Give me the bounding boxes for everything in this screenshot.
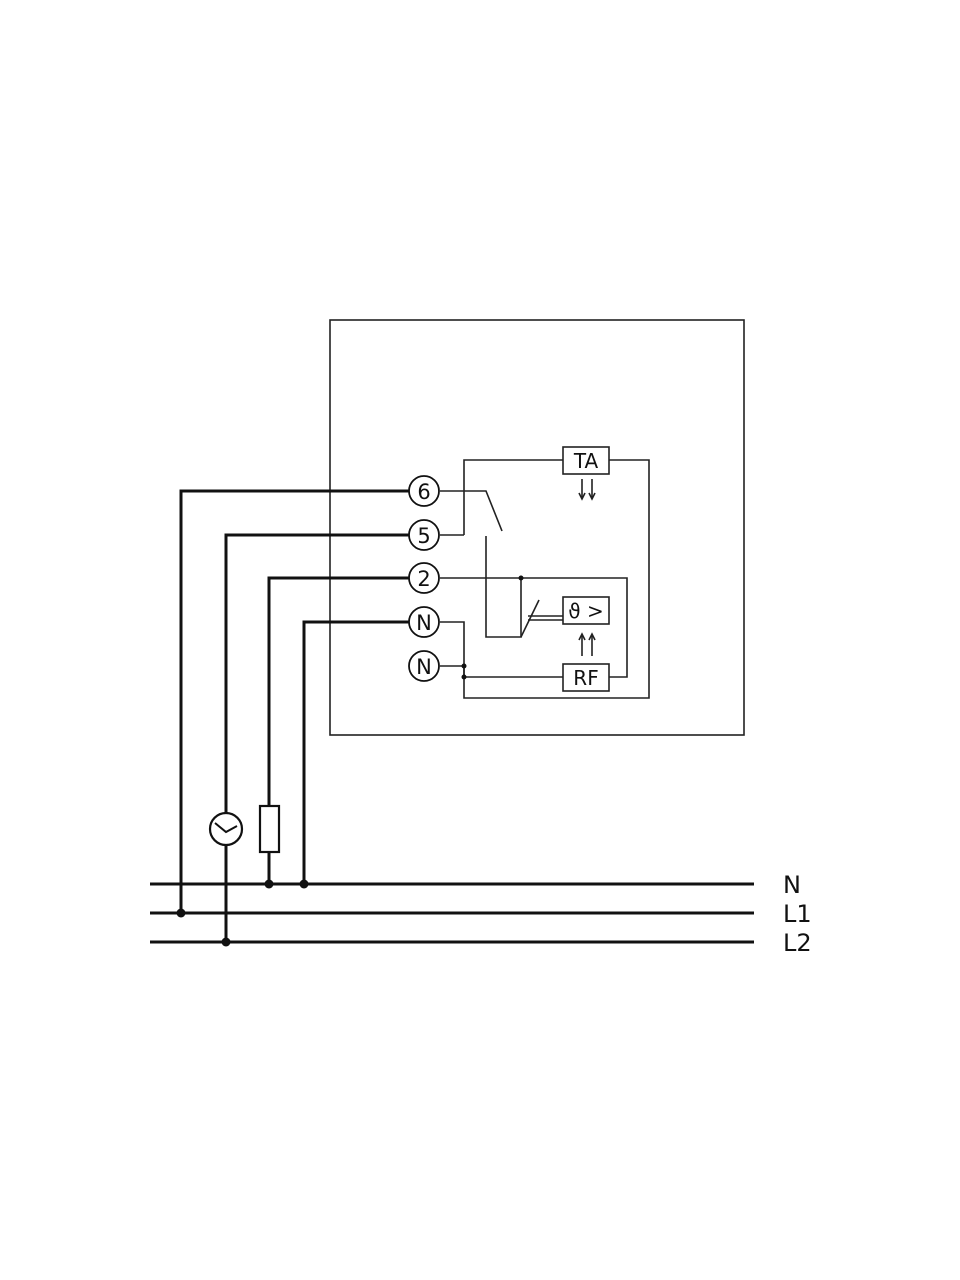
ta-block: TA [562, 446, 610, 475]
rail-junction-dot [299, 879, 309, 889]
rf-label: RF [573, 666, 598, 690]
terminal-6: 6 [408, 475, 440, 507]
terminal-2-label: 2 [417, 567, 430, 591]
terminal-5: 5 [408, 519, 440, 551]
terminal-n-2-label: N [416, 655, 432, 679]
clock-icon [208, 811, 244, 847]
terminal-n-1: N [408, 606, 440, 638]
internal-wiring [440, 459, 650, 699]
rf-block: RF [562, 663, 610, 692]
heater-resistor [258, 804, 281, 854]
ta-label: TA [573, 449, 599, 473]
ta-arrows-icon [578, 479, 596, 501]
rail-l2-label: L2 [783, 929, 812, 957]
temperature-block: ϑ > [562, 596, 610, 625]
rail-junction-dot [176, 908, 186, 918]
rail-junction-dot [221, 937, 231, 947]
rail-n-label: N [783, 871, 801, 899]
terminal-5-label: 5 [417, 524, 430, 548]
rail-junction-dot [264, 879, 274, 889]
terminal-n-1-label: N [416, 611, 432, 635]
rf-arrows-icon [578, 632, 596, 656]
supply-rails [150, 882, 754, 944]
junction-dot [461, 663, 467, 669]
temperature-label: ϑ > [568, 599, 604, 623]
external-wiring [179, 489, 409, 942]
junction-dot [518, 575, 524, 581]
terminal-6-label: 6 [417, 480, 430, 504]
junction-dot [461, 674, 467, 680]
terminal-n-2: N [408, 650, 440, 682]
terminal-2: 2 [408, 562, 440, 594]
rail-l1-label: L1 [783, 900, 812, 928]
device-housing [329, 319, 745, 736]
